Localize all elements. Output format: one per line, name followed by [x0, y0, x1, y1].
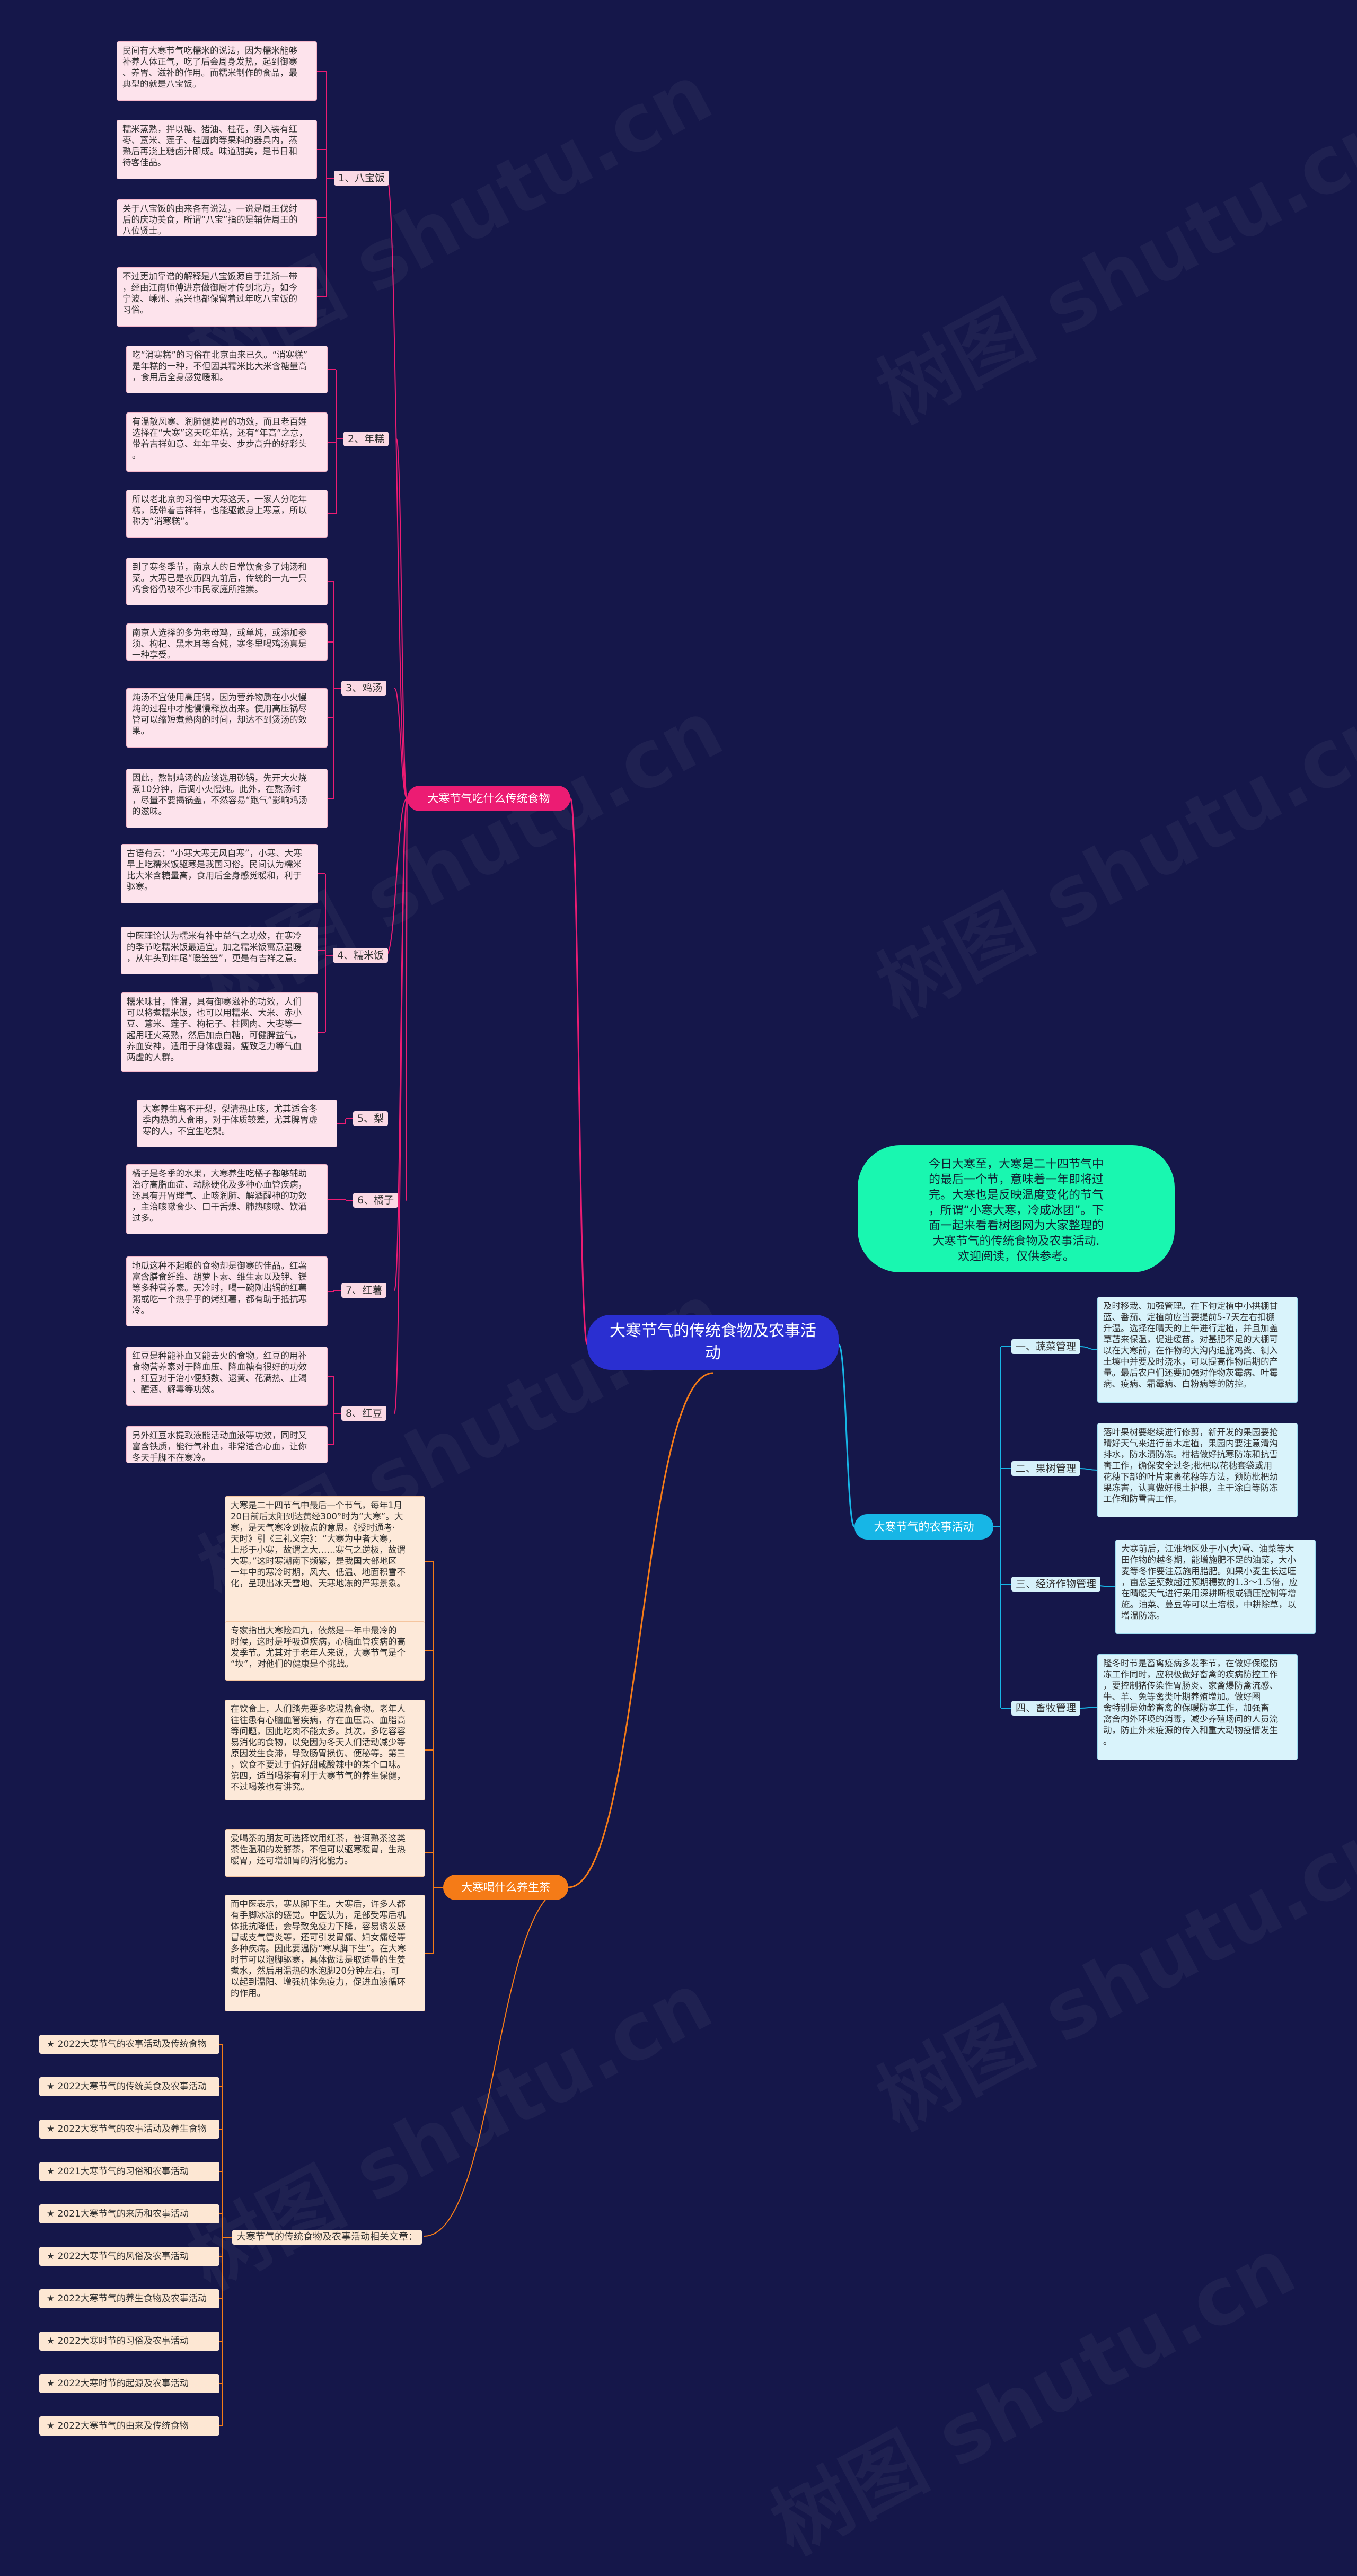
food-item-8[interactable]: 8、红豆 [341, 1406, 387, 1421]
connector [1080, 1707, 1098, 1709]
connector [396, 438, 408, 799]
related-article-link[interactable]: ★ 2021大寒节气的来历和农事活动 [39, 2204, 219, 2223]
connector [385, 798, 408, 956]
intro-bubble[interactable]: 今日大寒至，大寒是二十四节气中 的最后一个节，意味着一年即将过 完。大寒也是反映… [858, 1145, 1175, 1272]
related-article-link[interactable]: ★ 2022大寒节气的传统美食及农事活动 [39, 2077, 219, 2096]
related-article-link[interactable]: ★ 2022大寒节气的由来及传统食物 [39, 2416, 219, 2436]
tea-note[interactable]: 专家指出大寒险四九，依然是一年中最冷的 时候，这时是呼吸道疾病，心脑血管疾病的高… [225, 1621, 425, 1681]
connector [568, 1372, 713, 1888]
food-note[interactable]: 关于八宝饭的由来各有说法，一说是周王伐纣 后的庆功美食，所谓“八宝”指的是辅佐周… [117, 199, 317, 236]
related-article-link[interactable]: ★ 2022大寒节气的风俗及农事活动 [39, 2247, 219, 2266]
food-item-3[interactable]: 3、鸡汤 [341, 681, 387, 696]
connector [328, 1376, 334, 1445]
food-note[interactable]: 所以老北京的习俗中大寒这天，一家人分吃年 糕，既带着吉祥祥，也能驱散身上寒意，所… [126, 490, 328, 538]
branch-food[interactable]: 大寒节气吃什么传统食物 [407, 786, 570, 811]
tea-note[interactable]: 在饮食上，人们踏先要多吃温热食物。老年人 往往患有心脑血管疾病，存在血压高、血脂… [225, 1700, 425, 1800]
food-note[interactable]: 糯米蒸熟，拌以糖、猪油、桂花，倒入装有红 枣、薏米、莲子、桂圆肉等果料的器具内，… [117, 120, 317, 179]
connector [328, 581, 334, 799]
root-topic[interactable]: 大寒节气的传统食物及农事活动 [587, 1315, 839, 1370]
connector [406, 798, 408, 1201]
connector [317, 71, 327, 297]
connector [328, 1199, 346, 1200]
connector-lines [219, 71, 1116, 2426]
connector [386, 178, 408, 799]
connector [337, 1119, 346, 1124]
food-note[interactable]: 糯米味甘，性温，具有御寒滋补的功效，人们 可以将煮糯米饭，也可以用糯米、大米、赤… [121, 992, 318, 1072]
food-note[interactable]: 有温散风寒、润肺健脾胃的功效，而且老百姓 选择在“大寒”这天吃年糕，还有“年高”… [126, 412, 328, 472]
farm-note[interactable]: 大寒前后，江淮地区处于小(大)雪、油菜等大 田作物的越冬期，能增施肥不足的油菜，… [1115, 1540, 1316, 1634]
connector [993, 1347, 1001, 1708]
related-article-link[interactable]: ★ 2022大寒节气的农事活动及传统食物 [39, 2035, 219, 2054]
tea-note[interactable]: 大寒是二十四节气中最后一个节气，每年1月 20日前后太阳到达黄经300°时为“大… [225, 1496, 425, 1628]
food-note[interactable]: 橘子是冬季的水果，大寒养生吃橘子都够辅助 治疗高脂血症、动脉硬化及多种心血管疾病… [126, 1164, 328, 1234]
food-note[interactable]: 古语有云：“小寒大寒无风自寒”，小寒、大寒 早上吃糯米饭驱寒是我国习俗。民间认为… [121, 844, 318, 903]
farm-item-2[interactable]: 二、果树管理 [1011, 1461, 1081, 1476]
farm-item-4[interactable]: 四、畜牧管理 [1011, 1701, 1081, 1716]
food-item-1[interactable]: 1、八宝饭 [334, 171, 390, 186]
food-note[interactable]: 另外红豆水提取液能活动血液等功效，同时又 富含铁质，能行气补血，非常适合心血，让… [126, 1426, 328, 1463]
food-note[interactable]: 大寒养生离不开梨，梨清热止咳，尤其适合冬 季内热的人食用，对于体质较差，尤其脾胃… [137, 1100, 337, 1147]
food-item-5[interactable]: 5、梨 [353, 1111, 389, 1126]
related-article-link[interactable]: ★ 2021大寒节气的习俗和农事活动 [39, 2162, 219, 2181]
farm-item-1[interactable]: 一、蔬菜管理 [1011, 1339, 1081, 1354]
food-note[interactable]: 地瓜这种不起眼的食物却是御寒的佳品。红薯 富含膳食纤维、胡萝卜素、维生素以及钾、… [126, 1256, 328, 1326]
farm-note[interactable]: 及时移栽、加强管理。在下旬定植中小拱棚甘 蓝、番茄、定植前应当要提前5-7天左右… [1097, 1297, 1298, 1403]
branch-related-links[interactable]: 大寒节气的传统食物及农事活动相关文章： [232, 2230, 422, 2245]
connector [219, 2044, 223, 2426]
farm-item-3[interactable]: 三、经济作物管理 [1011, 1577, 1101, 1592]
connector [1080, 1346, 1098, 1350]
connector [394, 688, 408, 799]
food-note[interactable]: 炖汤不宜使用高压锅，因为营养物质在小火慢 炖的过程中才能慢慢释放出来。使用高压锅… [126, 688, 328, 748]
connector [838, 1343, 856, 1528]
tea-note[interactable]: 爱喝茶的朋友可选择饮用红茶，普洱熟茶这类 茶性温和的发酵茶，不但可以驱寒暖胃，生… [225, 1829, 425, 1877]
connector [328, 369, 337, 514]
food-item-6[interactable]: 6、橘子 [353, 1193, 399, 1208]
food-item-4[interactable]: 4、糯米饭 [333, 948, 389, 963]
tea-note[interactable]: 而中医表示，寒从脚下生。大寒后，许多人都 有手脚冰凉的感觉。中医认为，足部受寒后… [225, 1895, 425, 2011]
food-note[interactable]: 吃“消寒糕”的习俗在北京由来已久。“消寒糕” 是年糕的一种，不但因其糯米比大米含… [126, 346, 328, 393]
connector [328, 1290, 334, 1292]
connector [394, 798, 408, 1414]
farm-note[interactable]: 隆冬时节是畜禽疫病多发季节，在做好保暖防 冻工作同时，应积极做好畜禽的疾病防控工… [1097, 1654, 1298, 1760]
food-note[interactable]: 中医理论认为糯米有补中益气之功效，在寒冷 的季节吃糯米饭最适宜。加之糯米饭寓意温… [121, 927, 318, 974]
connector [425, 1561, 434, 1954]
connector [569, 797, 588, 1346]
food-item-2[interactable]: 2、年糕 [343, 432, 389, 446]
food-note[interactable]: 南京人选择的多为老母鸡，或单炖，或添加参 须、枸杞、黑木耳等合炖，寒冬里喝鸡汤真… [126, 623, 328, 661]
connector [1080, 1468, 1098, 1471]
food-note[interactable]: 不过更加靠谱的解释是八宝饭源自于江浙一带 ，经由江南师傅进京做御厨才传到北方，如… [117, 267, 317, 327]
food-note[interactable]: 红豆是种能补血又能去火的食物。红豆的用补 食物营养素对于降血压、降血糖有很好的功… [126, 1347, 328, 1406]
food-note[interactable]: 民间有大寒节气吃糯米的说法，因为糯米能够 补养人体正气，吃了后会周身发热，起到御… [117, 41, 317, 101]
related-article-link[interactable]: ★ 2022大寒时节的起源及农事活动 [39, 2374, 219, 2393]
food-note[interactable]: 因此，熬制鸡汤的应该选用砂锅，先开大火烧 煮10分钟，后调小火慢炖。此外，在熬汤… [126, 769, 328, 828]
food-note[interactable]: 到了寒冬季节，南京人的日常饮食多了炖汤和 菜。大寒已是农历四九前后，传统的一九一… [126, 558, 328, 605]
related-article-link[interactable]: ★ 2022大寒节气的农事活动及养生食物 [39, 2120, 219, 2139]
related-article-link[interactable]: ★ 2022大寒时节的习俗及农事活动 [39, 2332, 219, 2351]
food-item-7[interactable]: 7、红薯 [341, 1283, 387, 1298]
related-article-link[interactable]: ★ 2022大寒节气的养生食物及农事活动 [39, 2289, 219, 2308]
connector [424, 1887, 568, 2237]
farm-note[interactable]: 落叶果树要继续进行修剪，新开发的果园要抢 晴好天气来进行苗木定植，果园内要注意清… [1097, 1423, 1298, 1517]
branch-health-tea[interactable]: 大寒喝什么养生茶 [443, 1875, 568, 1900]
branch-farm[interactable]: 大寒节气的农事活动 [854, 1514, 993, 1540]
connector [318, 873, 326, 1033]
